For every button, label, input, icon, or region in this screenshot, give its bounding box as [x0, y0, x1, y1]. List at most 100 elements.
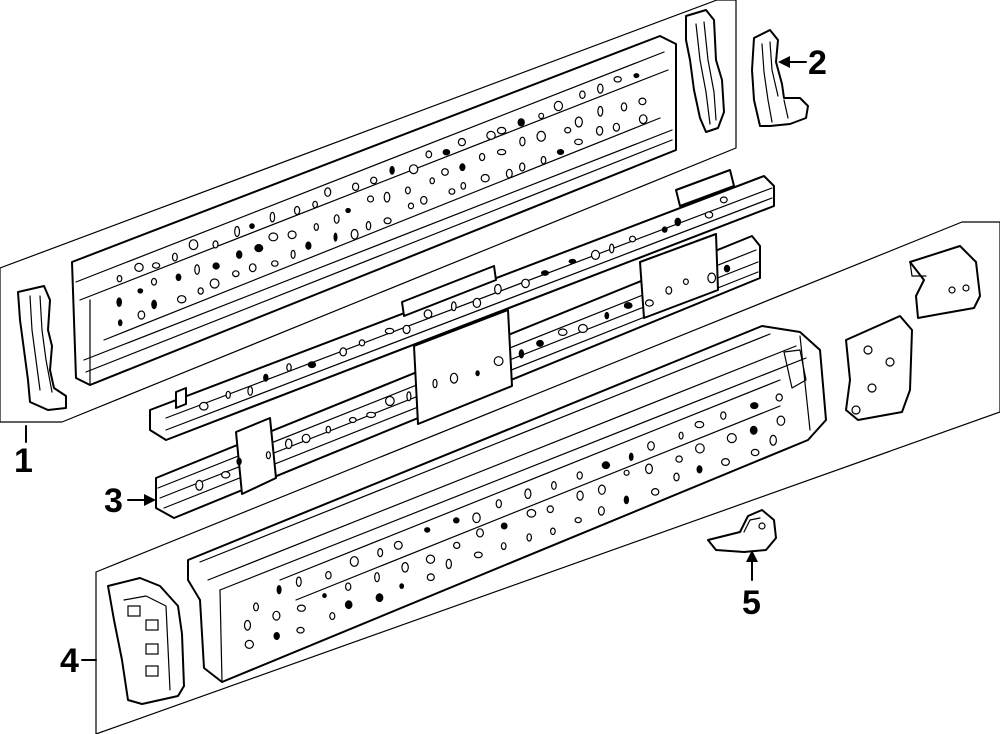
- callout-4: 4: [60, 642, 97, 680]
- panel-hole: [399, 583, 405, 589]
- panel-hole: [333, 214, 340, 224]
- panel-hole: [564, 126, 572, 134]
- panel-hole: [441, 168, 449, 176]
- reinforcement-rail[interactable]: [149, 169, 775, 519]
- panel-hole: [609, 243, 615, 254]
- panel-hole: [407, 202, 415, 210]
- panel-hole: [526, 533, 533, 542]
- panel-hole: [339, 347, 348, 357]
- panel-hole: [307, 361, 317, 369]
- panel-hole: [344, 600, 353, 610]
- panel-hole: [723, 264, 731, 273]
- panel-hole: [579, 90, 586, 100]
- panel-hole: [248, 263, 257, 273]
- panel-hole: [404, 186, 411, 195]
- rocker-panel-outer[interactable]: [187, 325, 827, 683]
- panel-hole: [707, 272, 717, 284]
- panel-hole: [500, 542, 507, 551]
- panel-hole: [290, 249, 296, 259]
- panel-hole: [597, 484, 606, 495]
- panel-hole: [568, 258, 577, 264]
- outer-panel-end-bracket-left[interactable]: [107, 577, 185, 705]
- panel-hole: [419, 195, 428, 205]
- panel-hole: [478, 152, 486, 162]
- panel-hole: [473, 551, 483, 559]
- panel-hole: [665, 286, 673, 295]
- panel-hole: [117, 319, 123, 327]
- rocker-panel-inner[interactable]: [71, 35, 677, 386]
- panel-hole: [345, 582, 352, 592]
- panel-hole: [322, 593, 327, 599]
- panel-hole: [505, 168, 513, 179]
- callout-3-label: 3: [104, 482, 123, 520]
- bracket-lower[interactable]: [707, 509, 777, 553]
- panel-hole: [287, 230, 297, 240]
- callout-4-label: 4: [60, 642, 79, 680]
- panel-hole: [536, 130, 546, 142]
- panel-hole: [682, 278, 689, 286]
- panel-hole: [232, 270, 240, 278]
- panel-hole: [623, 302, 633, 309]
- panel-hole: [494, 283, 502, 295]
- panel-hole: [623, 495, 630, 505]
- panel-hole: [236, 457, 242, 466]
- panel-hole: [726, 433, 737, 444]
- panel-hole: [197, 287, 204, 295]
- panel-hole: [116, 297, 122, 308]
- panel-hole: [312, 200, 319, 209]
- panel-hole: [597, 506, 605, 516]
- panel-hole: [188, 239, 199, 251]
- panel-hole: [225, 390, 231, 399]
- outer-panel-end-plate-right[interactable]: [845, 315, 913, 421]
- panel-hole: [295, 576, 302, 587]
- callout-5-label: 5: [742, 584, 761, 622]
- panel-hole: [375, 593, 384, 603]
- panel-hole: [432, 378, 438, 389]
- panel-hole: [423, 309, 433, 319]
- inner-panel-end-bracket-left[interactable]: [17, 285, 67, 411]
- panel-hole: [384, 327, 395, 335]
- panel-hole: [595, 125, 604, 136]
- panel-hole: [286, 363, 292, 372]
- panel-hole: [175, 273, 182, 282]
- panel-hole: [424, 527, 431, 533]
- panel-hole: [305, 241, 312, 250]
- panel-hole: [460, 181, 467, 190]
- panel-hole: [638, 97, 647, 106]
- panel-hole: [385, 395, 395, 407]
- panel-hole: [573, 138, 583, 146]
- inner-panel-end-bracket-right[interactable]: [685, 9, 725, 133]
- panel-hole: [349, 556, 359, 567]
- callout-3: 3: [104, 482, 156, 520]
- panel-hole: [521, 278, 530, 289]
- panel-hole: [546, 505, 555, 514]
- panel-hole: [365, 220, 372, 231]
- panel-hole: [500, 522, 508, 530]
- panel-hole: [236, 250, 243, 259]
- panel-hole: [243, 619, 252, 631]
- panel-hole: [151, 262, 161, 269]
- bracket-upper[interactable]: [751, 29, 809, 127]
- panel-hole: [696, 465, 703, 474]
- panel-hole: [374, 572, 380, 583]
- outer-panel-holes: [243, 393, 786, 650]
- panel-hole: [150, 277, 158, 286]
- panel-hole: [459, 163, 466, 172]
- panel-hole: [450, 301, 457, 312]
- panel-hole: [263, 373, 269, 382]
- panel-hole: [550, 527, 556, 536]
- panel-hole: [453, 541, 461, 550]
- panel-hole: [628, 235, 637, 243]
- callout-1: 1: [14, 425, 33, 480]
- callout-1-label: 1: [14, 442, 33, 480]
- panel-hole: [269, 211, 276, 223]
- panel-hole: [351, 182, 360, 192]
- panel-hole: [284, 438, 293, 450]
- outer-panel-end-bracket-upper-right[interactable]: [909, 245, 981, 319]
- panel-hole: [553, 100, 564, 112]
- panel-hole: [393, 540, 403, 550]
- panel-hole: [366, 195, 375, 203]
- panel-hole: [116, 275, 123, 283]
- panel-hole: [209, 278, 220, 289]
